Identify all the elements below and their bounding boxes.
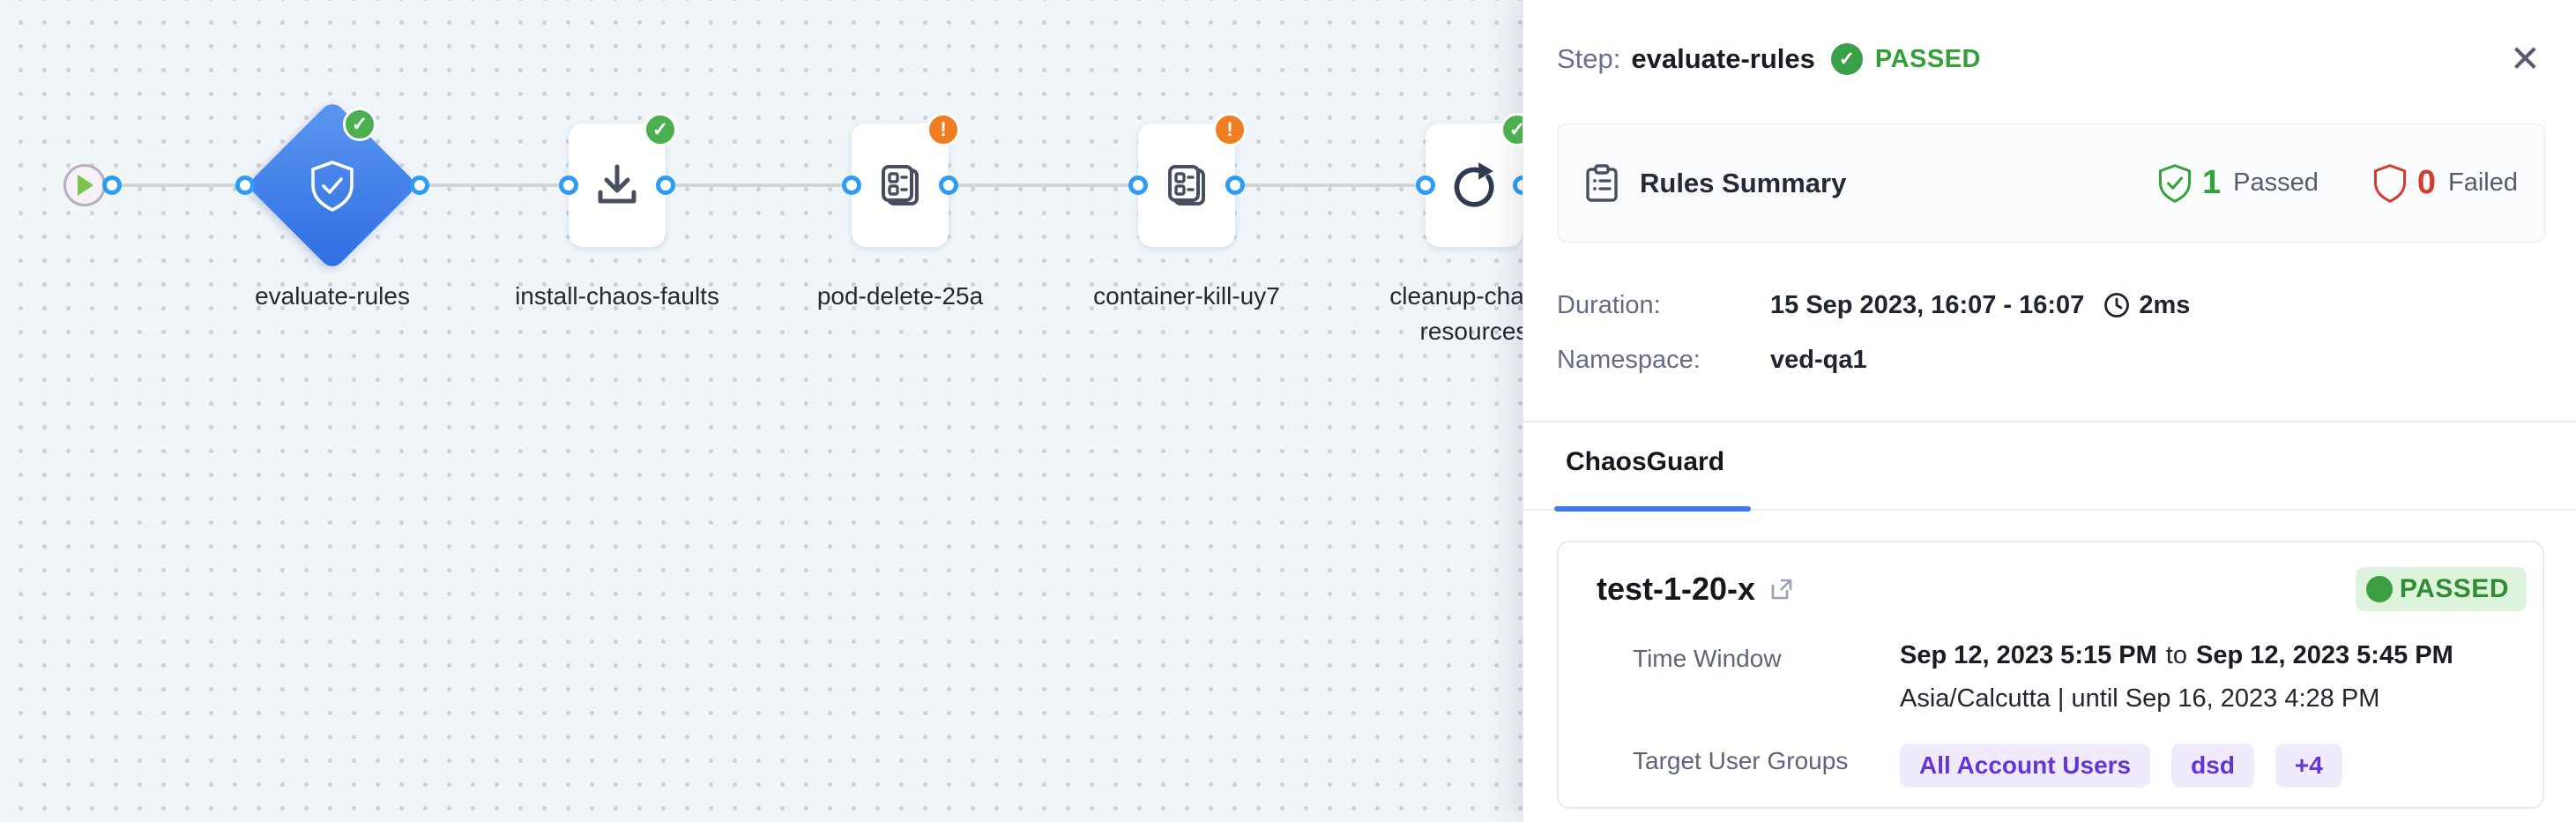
section-divider xyxy=(1523,421,2576,422)
node-label: evaluate-rules xyxy=(255,282,410,310)
passed-count: 1 xyxy=(2201,164,2222,201)
shield-passed-icon xyxy=(2158,163,2191,203)
node-container-kill-uy7[interactable] xyxy=(1138,123,1235,247)
check-icon: ✓ xyxy=(1508,118,1523,140)
port xyxy=(842,176,861,195)
guard-title-row: test-1-20-x PASSED xyxy=(1597,567,2527,611)
port xyxy=(1416,176,1435,195)
status-passed-badge: ✓ xyxy=(1500,113,1523,146)
port xyxy=(410,176,429,195)
time-window-range: Sep 12, 2023 5:15 PM to Sep 12, 2023 5:45 … xyxy=(1900,641,2453,670)
external-link-icon[interactable] xyxy=(1769,577,1794,602)
port xyxy=(1128,176,1148,195)
node-label: container-kill-uy7 xyxy=(1093,282,1280,310)
node-pod-delete-25a[interactable] xyxy=(852,123,949,247)
rules-summary-counts: 1 Passed 0 Failed xyxy=(2156,162,2518,205)
rules-summary-band: Rules Summary 1 Passed 0 Failed xyxy=(1557,123,2546,243)
step-status-badge: PASSED xyxy=(1874,44,1981,73)
step-details-panel: Step: evaluate-rules ✓ PASSED ✕ Rules Su… xyxy=(1523,0,2576,822)
active-tab-indicator xyxy=(1554,506,1751,512)
namespace-value: ved-qa1 xyxy=(1770,345,1867,374)
shield-check-icon xyxy=(308,159,357,213)
check-icon: ✓ xyxy=(651,118,669,140)
play-icon xyxy=(78,175,93,196)
target-user-groups-label: Target User Groups xyxy=(1633,747,1849,774)
node-cleanup-chaos-resources[interactable] xyxy=(1426,123,1523,247)
time-window-value: Sep 12, 2023 5:15 PM to Sep 12, 2023 5:45 … xyxy=(1900,641,2453,714)
status-dot-icon xyxy=(2365,576,2393,602)
close-icon[interactable]: ✕ xyxy=(2509,38,2541,79)
status-passed-badge: ✓ xyxy=(343,108,376,141)
exclamation-icon: ! xyxy=(940,118,947,140)
port xyxy=(1513,176,1523,195)
clock-icon xyxy=(2104,293,2130,318)
check-circle-icon: ✓ xyxy=(1830,43,1863,75)
pipeline-canvas[interactable]: ✓ ✓ ! xyxy=(0,0,1523,822)
node-label: pod-delete-25a xyxy=(816,282,984,310)
port xyxy=(235,176,255,195)
time-window-label: Time Window xyxy=(1633,645,1782,672)
duration-label: Duration: xyxy=(1557,290,1661,319)
edge-install-to-poddelete xyxy=(666,183,852,187)
exclamation-icon: ! xyxy=(1226,118,1233,140)
step-meta: Duration: 15 Sep 2023, 16:07 - 16:07 2ms… xyxy=(1523,243,2576,387)
panel-header: Step: evaluate-rules ✓ PASSED ✕ xyxy=(1523,0,2576,78)
user-group-chip: All Account Users xyxy=(1900,744,2151,788)
time-window-to-word: to xyxy=(2165,641,2187,669)
check-icon: ✓ xyxy=(351,113,369,135)
duration-value: 15 Sep 2023, 16:07 - 16:07 2ms xyxy=(1770,291,2190,320)
node-install-chaos-faults[interactable] xyxy=(569,123,666,247)
failed-count: 0 xyxy=(2416,164,2436,201)
edge-evaluate-to-install xyxy=(420,183,569,187)
download-icon xyxy=(598,164,637,204)
node-label: cleanup-chaos-resources xyxy=(1389,282,1523,345)
tab-bar: ChaosGuard xyxy=(1523,422,2576,512)
edge-containerkill-to-cleanup xyxy=(1235,183,1426,187)
node-label: install-chaos-faults xyxy=(515,282,719,310)
edge-start-to-evaluate xyxy=(112,183,245,187)
user-group-chip: dsd xyxy=(2171,744,2254,788)
port xyxy=(102,176,122,195)
user-group-chip: +4 xyxy=(2274,744,2342,788)
status-passed-badge: ✓ xyxy=(644,113,677,146)
guard-status-pill: PASSED xyxy=(2355,567,2527,611)
status-warning-badge: ! xyxy=(1213,113,1247,146)
duration-range: 15 Sep 2023, 16:07 - 16:07 xyxy=(1770,290,2085,319)
clipboard-icon xyxy=(1586,163,1618,202)
namespace-label: Namespace: xyxy=(1557,345,1701,374)
failed-label: Failed xyxy=(2448,168,2518,197)
step-prefix-label: Step: xyxy=(1557,43,1621,74)
chaos-fault-icon xyxy=(1168,165,1205,206)
rules-summary-title: Rules Summary xyxy=(1640,167,1847,198)
port xyxy=(559,176,578,195)
step-title: evaluate-rules xyxy=(1631,43,1815,74)
chaosguard-condition-card: test-1-20-x PASSED Time Window Sep 12, 2… xyxy=(1557,541,2544,809)
time-window-from: Sep 12, 2023 5:15 PM xyxy=(1900,641,2157,669)
status-warning-badge: ! xyxy=(927,113,960,146)
duration-elapsed: 2ms xyxy=(2139,290,2191,319)
port xyxy=(656,176,675,195)
duration-row: Duration: 15 Sep 2023, 16:07 - 16:07 2ms xyxy=(1557,278,2576,333)
time-window-to: Sep 12, 2023 5:45 PM xyxy=(2195,641,2453,669)
refresh-icon xyxy=(1454,162,1494,207)
edge-poddelete-to-containerkill xyxy=(949,183,1138,187)
timezone-line: Asia/Calcutta | until Sep 16, 2023 4:28 … xyxy=(1900,684,2380,713)
port xyxy=(939,176,958,195)
port xyxy=(1225,176,1245,195)
tab-chaosguard[interactable]: ChaosGuard xyxy=(1566,447,1725,476)
start-node[interactable] xyxy=(63,164,106,206)
user-group-chips: All Account Users dsd +4 xyxy=(1900,744,2342,788)
guard-name: test-1-20-x xyxy=(1597,571,1756,607)
namespace-row: Namespace: ved-qa1 xyxy=(1557,333,2576,387)
passed-label: Passed xyxy=(2233,168,2319,197)
guard-status-text: PASSED xyxy=(2399,574,2509,603)
target-user-groups-row: Target User Groups All Account Users dsd… xyxy=(1597,744,2527,788)
shield-failed-icon xyxy=(2373,163,2406,203)
chaos-fault-icon xyxy=(882,165,919,206)
